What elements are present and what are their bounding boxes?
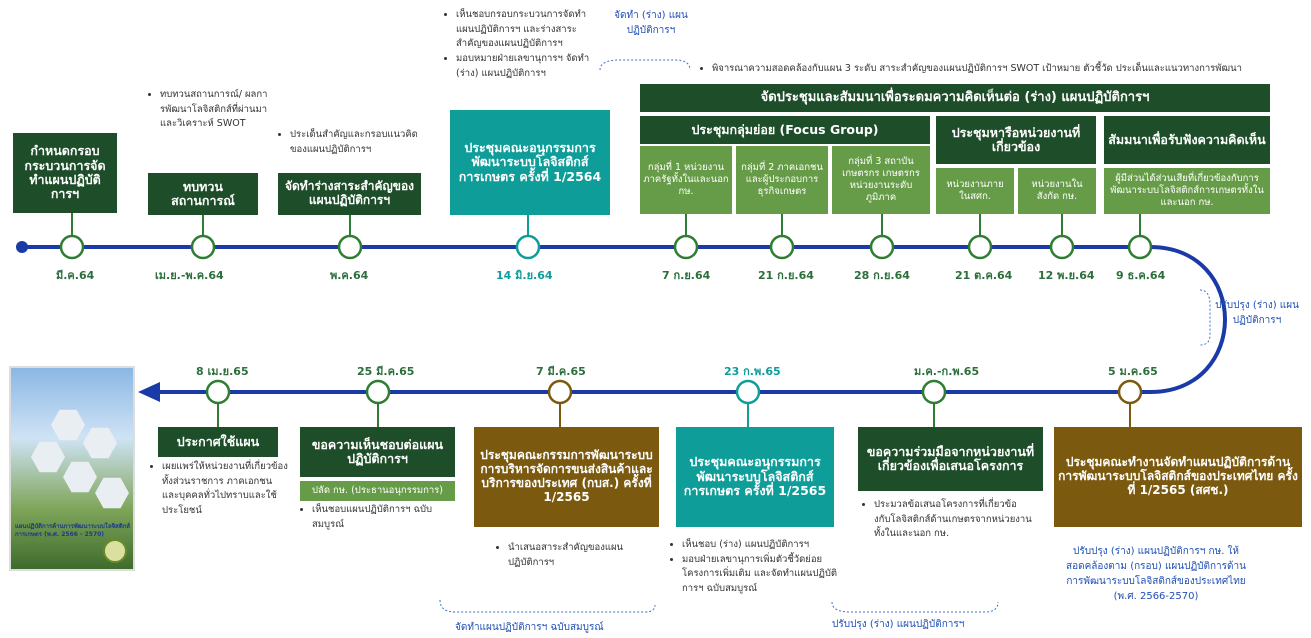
box-group-3: กลุ่มที่ 3 สถาบันเกษตรกร เกษตรกร หน่วยงา… [832,146,930,214]
cover-hex-1 [51,409,85,441]
box-permanent-secretary: ปลัด กษ. (ประธานอนุกรรมการ) [300,481,455,501]
date-top-7: 28 ก.ย.64 [854,269,910,282]
milestone-top-2 [190,234,216,260]
milestone-top-10 [1127,234,1153,260]
note-review: ทบทวนสถานการณ์/ ผลการพัฒนาโลจิสติกส์ที่ผ… [148,88,268,132]
bottom-milestones [205,379,1143,427]
note-kbs: นำเสนอสาระสำคัญของแผนปฏิบัติการฯ [496,541,636,570]
dashed-braces [439,59,1211,613]
brace-draft [599,59,691,71]
milestone-top-3 [337,234,363,260]
note-projects-item: ประมวลข้อเสนอโครงการที่เกี่ยวข้องกับโลจิ… [874,498,1042,542]
box-group-1: กลุ่มที่ 1 หน่วยงานภาครัฐทั้งในและนอก กษ… [640,146,732,214]
box-working-group-nesdc: ประชุมคณะทำงานจัดทำแผนปฏิบัติการด้านการพ… [1054,427,1302,527]
milestone-top-7 [869,234,895,260]
box-define-framework: กำหนดกรอบกระบวนการจัดทำแผนปฏิบัติการฯ [13,133,117,213]
box-request-approval: ขอความเห็นชอบต่อแผนปฏิบัติการฯ [300,427,455,477]
milestone-top-8 [967,234,993,260]
milestone-bottom-6 [1117,379,1143,405]
brace-complete [439,599,656,613]
date-top-2: เม.ย.-พ.ค.64 [155,269,224,282]
note-sub2564-item-2: มอบหมายฝ่ายเลขานุการฯ จัดทำ (ร่าง) แผนปฏ… [456,52,594,81]
milestone-top-9 [1049,234,1075,260]
milestone-bottom-2 [365,379,391,405]
box-request-projects: ขอความร่วมมือจากหน่วยงานที่เกี่ยวข้องเพื… [858,427,1043,491]
box-seminar-stakeholders: ผู้มีส่วนได้ส่วนเสียที่เกี่ยวข้องกับการพ… [1104,168,1270,214]
date-bottom-6: 5 ม.ค.65 [1108,365,1158,378]
label-revise-draft-right: ปรับปรุง (ร่าง) แผนปฏิบัติการฯ [1215,300,1299,326]
label-draft-plan: จัดทำ (ร่าง) แผนปฏิบัติการฯ [614,10,688,36]
note-projects: ประมวลข้อเสนอโครงการที่เกี่ยวข้องกับโลจิ… [862,498,1042,542]
date-bottom-2: 25 มี.ค.65 [357,365,415,378]
milestone-top-6 [769,234,795,260]
cover-hex-3 [31,441,65,473]
cover-title: แผนปฏิบัติการด้านการพัฒนาระบบโลจิสติกส์ก… [15,523,131,539]
box-subcommittee-1-2565: ประชุมคณะอนุกรรมการพัฒนาระบบโลจิสติกส์กา… [676,427,834,527]
milestone-bottom-1 [205,379,231,405]
box-group-2: กลุ่มที่ 2 ภาคเอกชนและผู้ประกอบการธุรกิจ… [736,146,828,214]
note-sub2565-item-2: มอบฝ่ายเลขานุการเพิ่มตัวชี้วัดย่อย โครงก… [682,553,840,597]
milestone-top-1 [59,234,85,260]
brace-revise-bottom [831,601,999,613]
box-announce-plan: ประกาศใช้แผน [158,427,278,457]
note-sub2564-item-1: เห็นชอบกรอบกระบวนการจัดทำแผนปฏิบัติการฯ … [456,8,594,52]
timeline-start-dot [16,241,28,253]
label-complete-plan: จัดทำแผนปฏิบัติการฯ ฉบับสมบูรณ์ [455,622,604,633]
note-sub2565-item-1: เห็นชอบ (ร่าง) แผนปฏิบัติการฯ [682,538,840,553]
date-bottom-3: 7 มี.ค.65 [536,365,586,378]
date-top-6: 21 ก.ย.64 [758,269,814,282]
box-review-situation: ทบทวนสถานการณ์ [148,173,258,215]
box-subcommittee-1-2564: ประชุมคณะอนุกรรมการพัฒนาระบบโลจิสติกส์กา… [450,110,610,215]
note-consistency-item: พิจารณาความสอดคล้องกับแผน 3 ระดับ สาระสำ… [712,62,1300,77]
note-approval-item: เห็นชอบแผนปฏิบัติการฯ ฉบับสมบูรณ์ [312,503,440,532]
brace-revise-right [1199,289,1211,346]
date-top-5: 7 ก.ย.64 [662,269,711,282]
cover-hex-2 [83,427,117,459]
box-draft-essentials: จัดทำร่างสาระสำคัญของแผนปฏิบัติการฯ [278,173,421,215]
date-top-10: 9 ธ.ค.64 [1116,269,1166,282]
date-bottom-1: 8 เม.ย.65 [196,365,249,378]
note-announce: เผยแพร่ให้หน่วยงานที่เกี่ยวข้อง ทั้งส่วน… [150,460,290,519]
box-committee-kbs: ประชุมคณะกรรมการพัฒนาระบบการบริหารจัดการ… [474,427,659,527]
cover-seal-icon [103,539,127,563]
note-approval: เห็นชอบแผนปฏิบัติการฯ ฉบับสมบูรณ์ [300,503,440,532]
date-bottom-5: ม.ค.-ก.พ.65 [914,365,980,378]
top-milestones [59,213,1153,260]
label-revise-long: ปรับปรุง (ร่าง) แผนปฏิบัติการฯ กษ. ให้สอ… [1066,546,1246,602]
box-agency-meeting: ประชุมหารือหน่วยงานที่เกี่ยวข้อง [936,116,1096,164]
note-consistency: พิจารณาความสอดคล้องกับแผน 3 ระดับ สาระสำ… [700,62,1300,77]
box-agency-ministry: หน่วยงานในสังกัด กษ. [1018,168,1096,214]
milestone-top-4 [515,234,541,260]
note-kbs-item: นำเสนอสาระสำคัญของแผนปฏิบัติการฯ [508,541,636,570]
note-announce-item: เผยแพร่ให้หน่วยงานที่เกี่ยวข้อง ทั้งส่วน… [162,460,290,519]
box-hearing-header: จัดประชุมและสัมมนาเพื่อระดมความคิดเห็นต่… [640,84,1270,112]
cover-hex-5 [95,477,129,509]
date-top-9: 12 พ.ย.64 [1038,269,1095,282]
milestone-top-5 [673,234,699,260]
box-seminar: สัมมนาเพื่อรับฟังความคิดเห็น [1104,116,1270,164]
milestone-bottom-5 [921,379,947,405]
date-top-4: 14 มิ.ย.64 [496,269,553,282]
note-essentials: ประเด็นสำคัญและกรอบแนวคิดของแผนปฏิบัติกา… [278,128,428,157]
note-subcommittee-2565: เห็นชอบ (ร่าง) แผนปฏิบัติการฯ มอบฝ่ายเลข… [670,538,840,597]
cover-hex-4 [63,461,97,493]
note-subcommittee-2564: เห็นชอบกรอบกระบวนการจัดทำแผนปฏิบัติการฯ … [444,8,594,82]
milestone-bottom-4 [735,379,761,405]
plan-cover-image: แผนปฏิบัติการด้านการพัฒนาระบบโลจิสติกส์ก… [9,366,135,571]
label-revise-draft-bottom: ปรับปรุง (ร่าง) แผนปฏิบัติการฯ [832,619,965,630]
date-bottom-4: 23 ก.พ.65 [724,365,781,378]
date-top-3: พ.ค.64 [330,269,369,282]
date-top-1: มี.ค.64 [56,269,95,282]
note-review-item: ทบทวนสถานการณ์/ ผลการพัฒนาโลจิสติกส์ที่ผ… [160,88,268,132]
box-agency-internal: หน่วยงานภายในสศก. [936,168,1014,214]
milestone-bottom-3 [547,379,573,405]
date-top-8: 21 ต.ค.64 [955,269,1013,282]
timeline-arrow-head [138,382,160,402]
box-focus-group: ประชุมกลุ่มย่อย (Focus Group) [640,116,930,144]
note-essentials-item: ประเด็นสำคัญและกรอบแนวคิดของแผนปฏิบัติกา… [290,128,428,157]
